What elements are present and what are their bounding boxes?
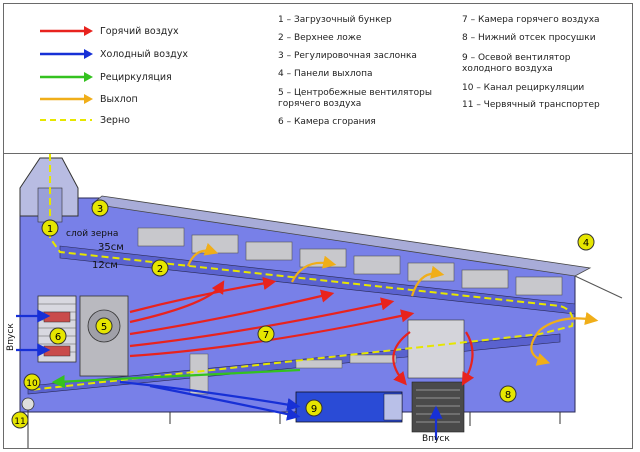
grain-flow: [29, 154, 574, 391]
marker-3: 3: [91, 199, 109, 217]
part-4: 4 – Панели выхлопа: [278, 69, 373, 79]
svg-text:2: 2: [157, 264, 163, 275]
marker-10: 10: [23, 373, 41, 391]
orange-arrow-icon: [40, 94, 93, 104]
legend-grain: Зерно: [38, 112, 130, 128]
exhaust-overhang: [574, 275, 623, 299]
marker-11: 11: [11, 411, 29, 429]
svg-text:6: 6: [55, 332, 61, 343]
axial-fan-cap: [383, 393, 403, 421]
bottom-inlet-grille: [411, 381, 465, 433]
burner-bottom: [43, 345, 71, 357]
marker-4: 4: [577, 233, 595, 251]
red-arrow-icon: [40, 26, 93, 36]
support-legs: [169, 412, 561, 426]
inlet-bottom-label: Впуск: [422, 434, 450, 444]
layer-label: слой зерна: [66, 229, 118, 239]
part-3: 3 – Регулировочная заслонка: [278, 51, 417, 61]
legend-exhaust: Выхлоп: [38, 91, 138, 107]
dryer-scheme: слой зерна 35см 12см Впуск Впуск 1 2 3 4…: [4, 154, 623, 448]
burner-top: [43, 311, 71, 323]
bottom-thickness: 12см: [92, 260, 118, 271]
hot-air-arrows: [129, 276, 475, 386]
blue-arrow-icon: [40, 49, 93, 59]
marker-2: 2: [151, 259, 169, 277]
svg-text:8: 8: [505, 390, 511, 401]
part-8: 8 – Нижний отсек просушки: [462, 33, 596, 43]
legend-recirculation: Рециркуляция: [38, 69, 172, 85]
part-6: 6 – Камера сгорания: [278, 117, 376, 127]
green-arrow-icon: [40, 72, 93, 82]
svg-text:5: 5: [101, 322, 107, 333]
svg-text:11: 11: [14, 417, 25, 427]
part-2: 2 – Верхнее ложе: [278, 33, 362, 43]
markers: 1 2 3 4 5 6 7 8 9 10 11: [11, 199, 595, 429]
exhaust-arrows: [186, 242, 599, 366]
legend-cold-air: Холодный воздух: [38, 46, 188, 62]
marker-7: 7: [257, 325, 275, 343]
hot-air-chamber-box: [407, 319, 465, 379]
worm-conveyor: [21, 397, 35, 411]
marker-5: 5: [95, 317, 113, 335]
divider-line: [3, 153, 633, 154]
marker-9: 9: [305, 399, 323, 417]
inlet-left-label: Впуск: [6, 323, 16, 351]
dashed-line-icon: [40, 119, 92, 121]
svg-text:3: 3: [97, 204, 103, 215]
inlet-left-box: [4, 314, 16, 354]
legend-hot-air: Горячий воздух: [38, 23, 179, 39]
svg-text:7: 7: [263, 330, 269, 341]
top-thickness: 35см: [98, 242, 124, 253]
part-1: 1 – Загрузочный бункер: [278, 15, 392, 25]
marker-6: 6: [49, 327, 67, 345]
part-5: 5 – Центробежные вентиляторы горячего во…: [278, 88, 432, 109]
svg-text:10: 10: [26, 379, 38, 389]
marker-8: 8: [499, 385, 517, 403]
svg-text:9: 9: [311, 404, 317, 415]
svg-text:4: 4: [583, 238, 589, 249]
marker-1: 1: [41, 219, 59, 237]
part-10: 10 – Канал рециркуляции: [462, 83, 585, 93]
figure-frame: [3, 3, 633, 449]
part-11: 11 – Червячный транспортер: [462, 100, 600, 110]
recirculation-arrows: [51, 368, 301, 389]
part-9: 9 – Осевой вентилятор холодного воздуха: [462, 53, 571, 74]
dryer-roof: [91, 195, 592, 277]
svg-text:1: 1: [47, 224, 53, 235]
part-7: 7 – Камера горячего воздуха: [462, 15, 600, 25]
